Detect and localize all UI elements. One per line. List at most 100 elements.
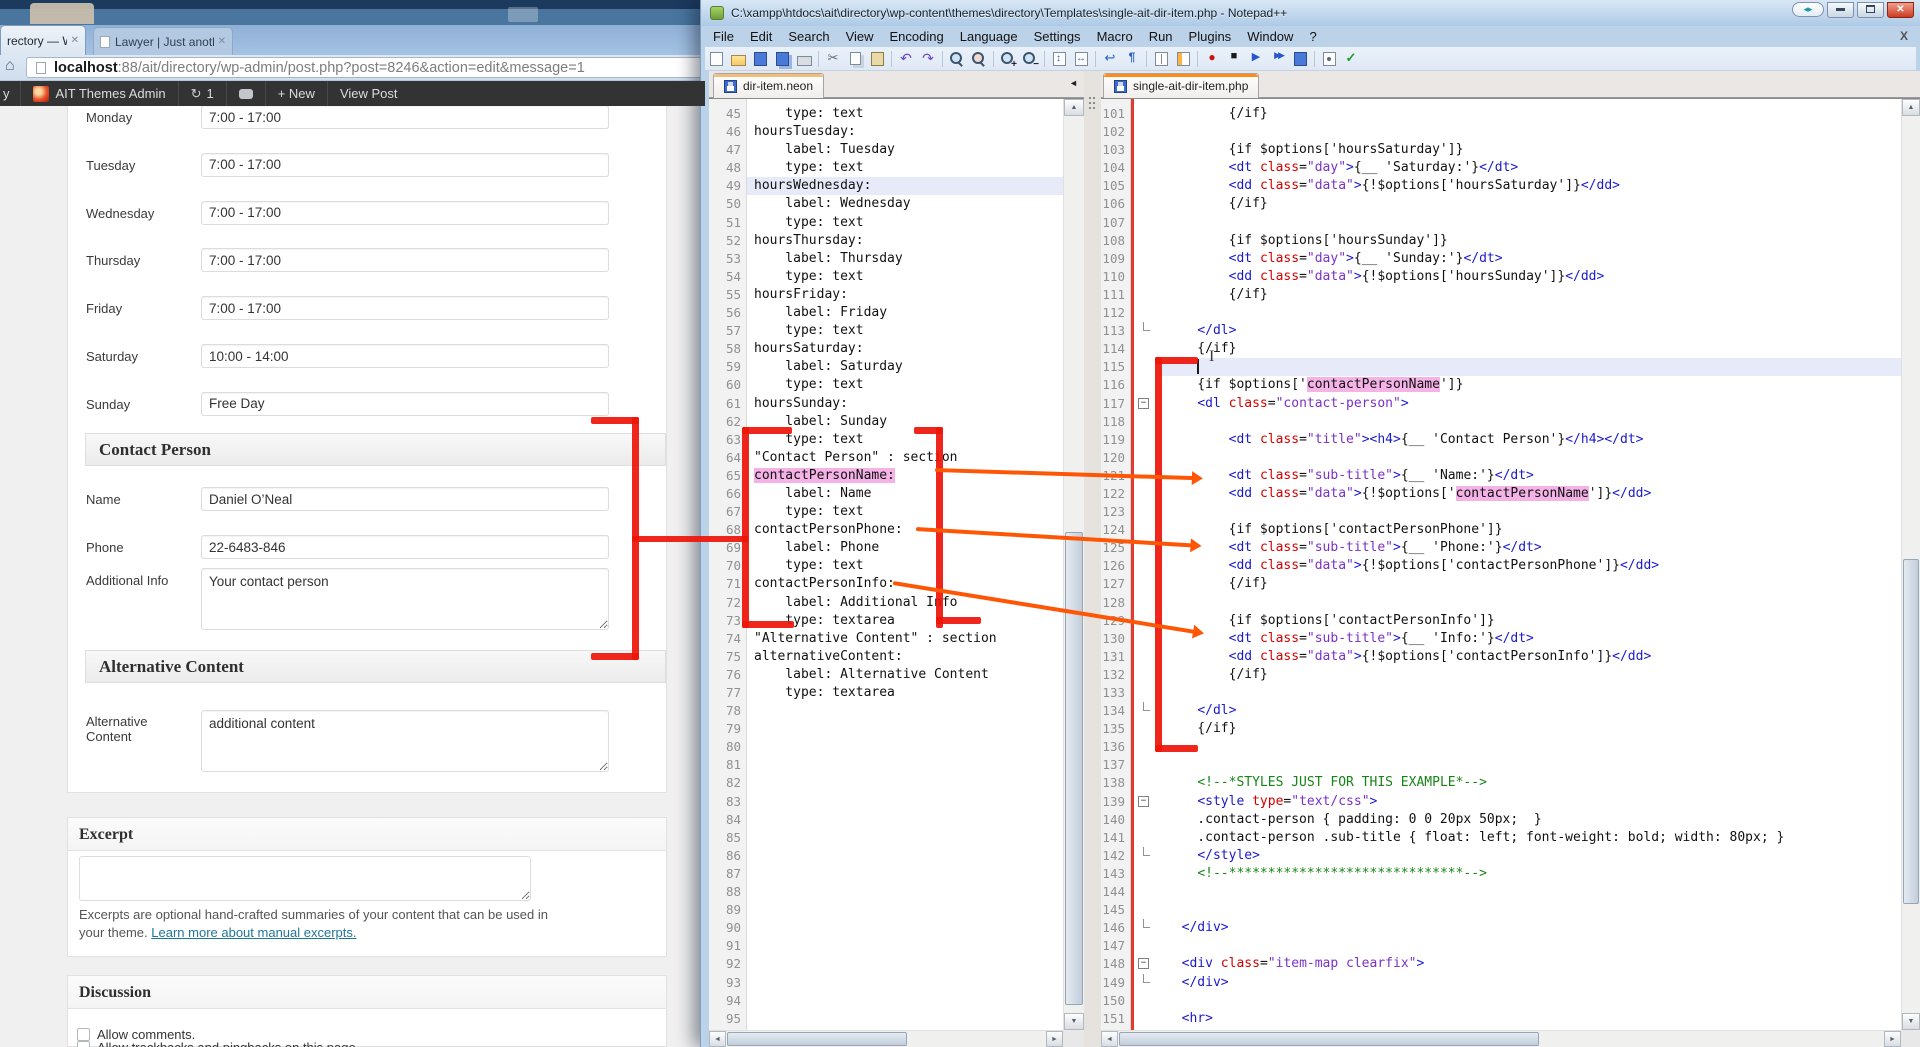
code-line[interactable]: 127 {/if}	[1101, 575, 1901, 593]
additional-info-textarea[interactable]: Your contact person	[201, 568, 609, 630]
scroll-up-icon[interactable]: ▲	[1902, 99, 1920, 116]
code-line[interactable]: 131 <dd class="data">{!$options['contact…	[1101, 648, 1901, 666]
code-line[interactable]: 121 <dt class="sub-title">{__ 'Name:'}</…	[1101, 467, 1901, 485]
left-editor-pane[interactable]: 45 type: text46hoursTuesday:47 label: Tu…	[709, 98, 1084, 1047]
code-line[interactable]: 64"Contact Person" : section	[709, 449, 1063, 467]
code-line[interactable]: 103 {if $options['hoursSaturday']}	[1101, 141, 1901, 159]
code-line[interactable]: 138 <!--*STYLES JUST FOR THIS EXAMPLE*--…	[1101, 774, 1901, 792]
phone-field[interactable]	[201, 535, 609, 559]
new-file-icon[interactable]	[706, 49, 726, 69]
macro-record-icon[interactable]	[1202, 49, 1222, 69]
code-line[interactable]: 119 <dt class="title"><h4>{__ 'Contact P…	[1101, 431, 1901, 449]
code-line[interactable]: 89	[709, 901, 1063, 919]
code-line[interactable]: 91	[709, 937, 1063, 955]
code-line[interactable]: 104 <dt class="day">{__ 'Saturday:'}</dt…	[1101, 159, 1901, 177]
code-line[interactable]: 146 </div>	[1101, 919, 1901, 937]
scroll-down-icon[interactable]: ▼	[1902, 1013, 1920, 1030]
zoom-out-icon[interactable]	[1020, 49, 1040, 69]
right-editor-pane[interactable]: 101 {/if}102103 {if $options['hoursSatur…	[1101, 98, 1920, 1047]
code-line[interactable]: 45 type: text	[709, 105, 1063, 123]
code-line[interactable]: 108 {if $options['hoursSunday']}	[1101, 232, 1901, 250]
code-line[interactable]: 118	[1101, 413, 1901, 431]
code-line[interactable]: 130 <dt class="sub-title">{__ 'Info:'}</…	[1101, 630, 1901, 648]
code-line[interactable]: 113 </dl>	[1101, 322, 1901, 340]
code-line[interactable]: 84	[709, 811, 1063, 829]
code-line[interactable]: 123	[1101, 503, 1901, 521]
tab-single-ait-dir-item-php[interactable]: single-ait-dir-item.php	[1103, 73, 1259, 98]
code-line[interactable]: 114 {/if}	[1101, 340, 1901, 358]
copy-icon[interactable]	[845, 49, 865, 69]
code-line[interactable]: 126 <dd class="data">{!$options['contact…	[1101, 557, 1901, 575]
menu-edit[interactable]: Edit	[742, 29, 780, 44]
menu-view[interactable]: View	[838, 29, 882, 44]
tuesday-field[interactable]	[201, 153, 609, 177]
code-line[interactable]: 47 label: Tuesday	[709, 141, 1063, 159]
code-line[interactable]: 49hoursWednesday:	[709, 177, 1063, 195]
browser-tab-directory[interactable]: rectory — W ✕	[0, 25, 86, 55]
code-line[interactable]: 55hoursFriday:	[709, 286, 1063, 304]
code-line[interactable]: 77 type: textarea	[709, 684, 1063, 702]
code-line[interactable]: 107	[1101, 214, 1901, 232]
code-line[interactable]: 60 type: text	[709, 376, 1063, 394]
code-line[interactable]: 54 type: text	[709, 268, 1063, 286]
code-line[interactable]: 90	[709, 919, 1063, 937]
allow-trackbacks-and-pingbacks-on-this-page-checkbox[interactable]	[77, 1041, 90, 1047]
cut-icon[interactable]	[823, 49, 843, 69]
discussion-header[interactable]: Discussion	[68, 976, 666, 1009]
code-line[interactable]: 79	[709, 720, 1063, 738]
code-line[interactable]: 135 {/if}	[1101, 720, 1901, 738]
maximize-button[interactable]	[1857, 2, 1884, 18]
code-line[interactable]: 106 {/if}	[1101, 195, 1901, 213]
menubar-close[interactable]: X	[1900, 29, 1908, 43]
code-line[interactable]: 141 .contact-person .sub-title { float: …	[1101, 829, 1901, 847]
code-line[interactable]: 128	[1101, 594, 1901, 612]
code-line[interactable]: 59 label: Saturday	[709, 358, 1063, 376]
alternative-content-textarea[interactable]: additional content	[201, 710, 609, 772]
code-line[interactable]: 51 type: text	[709, 214, 1063, 232]
excerpt-header[interactable]: Excerpt	[68, 818, 666, 851]
macro-stop-icon[interactable]	[1224, 49, 1244, 69]
code-line[interactable]: 139− <style type="text/css">	[1101, 793, 1901, 811]
code-line[interactable]: 50 label: Wednesday	[709, 195, 1063, 213]
menu-window[interactable]: Window	[1239, 29, 1301, 44]
code-line[interactable]: 145	[1101, 901, 1901, 919]
sunday-field[interactable]	[201, 392, 609, 416]
left-vertical-scrollbar[interactable]: ▲ ▼	[1063, 99, 1084, 1030]
scroll-left-icon[interactable]: ◄	[709, 1031, 726, 1047]
zoom-in-icon[interactable]	[998, 49, 1018, 69]
code-line[interactable]: 85	[709, 829, 1063, 847]
code-line[interactable]: 102	[1101, 123, 1901, 141]
learn-more-link[interactable]: Learn more about manual excerpts.	[151, 925, 356, 940]
code-line[interactable]: 151 <hr>	[1101, 1010, 1901, 1028]
macro-play-icon[interactable]	[1246, 49, 1266, 69]
code-line[interactable]: 150	[1101, 992, 1901, 1010]
doc-map-icon[interactable]	[1173, 49, 1193, 69]
home-icon[interactable]: ⌂	[5, 57, 15, 75]
close-icon[interactable]: ✕	[71, 35, 79, 46]
code-line[interactable]: 93	[709, 974, 1063, 992]
code-line[interactable]: 147	[1101, 937, 1901, 955]
code-line[interactable]: 120	[1101, 449, 1901, 467]
macro-save-icon[interactable]	[1290, 49, 1310, 69]
code-line[interactable]: 81	[709, 756, 1063, 774]
code-line[interactable]: 57 type: text	[709, 322, 1063, 340]
paste-icon[interactable]	[867, 49, 887, 69]
comments-button[interactable]	[227, 81, 265, 106]
code-line[interactable]: 124 {if $options['contactPersonPhone']}	[1101, 521, 1901, 539]
menu-plugins[interactable]: Plugins	[1181, 29, 1240, 44]
scrollbar-thumb[interactable]	[1065, 532, 1083, 1005]
code-line[interactable]: 48 type: text	[709, 159, 1063, 177]
code-line[interactable]: 143 <!--******************************--…	[1101, 865, 1901, 883]
code-line[interactable]: 144	[1101, 883, 1901, 901]
replace-icon[interactable]	[969, 49, 989, 69]
scrollbar-thumb[interactable]	[727, 1032, 907, 1046]
right-vertical-scrollbar[interactable]: ▲ ▼	[1901, 99, 1920, 1030]
code-line[interactable]: 52hoursThursday:	[709, 232, 1063, 250]
browser-tab-lawyer[interactable]: Lawyer | Just another Wor ✕	[93, 27, 233, 55]
code-line[interactable]: 46hoursTuesday:	[709, 123, 1063, 141]
thursday-field[interactable]	[201, 248, 609, 272]
code-line[interactable]: 80	[709, 738, 1063, 756]
code-line[interactable]: 67 type: text	[709, 503, 1063, 521]
scroll-right-icon[interactable]: ►	[1884, 1031, 1901, 1047]
pane-splitter[interactable]	[1084, 71, 1101, 1047]
